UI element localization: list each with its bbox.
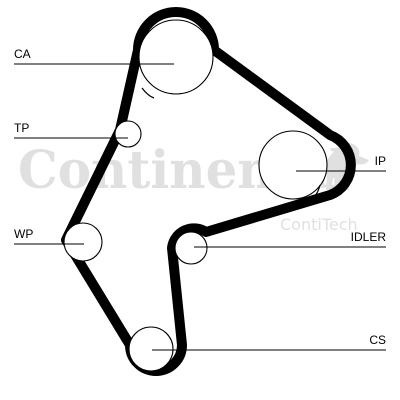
leader-lines [14, 63, 386, 351]
label-tp: TP [14, 121, 29, 135]
pulley-ca-mark [141, 87, 155, 99]
timing-belt [61, 7, 356, 376]
pulley-idler [174, 231, 208, 265]
pulley-ip [258, 130, 328, 200]
label-wp: WP [14, 227, 33, 241]
pulley-cs [128, 326, 174, 372]
label-ip: IP [375, 154, 386, 168]
labels: CA TP IP WP IDLER CS [14, 47, 386, 347]
pulleys [63, 19, 328, 372]
watermark-sub: ContiTech [280, 215, 358, 234]
label-idler: IDLER [351, 230, 387, 244]
pulley-ip-mark [313, 184, 321, 198]
label-ca: CA [14, 47, 31, 61]
pulley-tp [114, 120, 142, 148]
pulley-ca [138, 19, 214, 95]
label-cs: CS [369, 333, 386, 347]
belt-path [61, 7, 356, 376]
pulley-wp [63, 222, 103, 262]
